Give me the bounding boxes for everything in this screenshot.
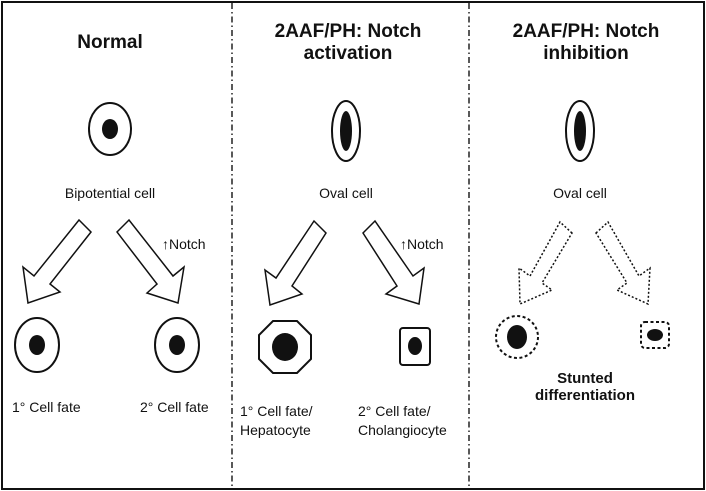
title-line: Normal <box>77 32 143 53</box>
stunted-cell-left-nucleus <box>507 325 527 349</box>
arrow-to-cholangiocyte <box>362 219 425 305</box>
outcome-line: Stunted <box>557 370 613 387</box>
arrow-to-first-fate <box>21 218 93 305</box>
panel-title-inhibition: 2AAF/PH: Notch inhibition <box>486 21 686 65</box>
first-fate-cell-nucleus <box>29 335 45 355</box>
outcome-line: differentiation <box>535 387 635 405</box>
cell-label-oval-activation: Oval cell <box>319 185 373 201</box>
bipotential-cell-nucleus <box>102 119 118 139</box>
cell-label-bipotential: Bipotential cell <box>64 185 156 201</box>
up-arrow-glyph: ↑ <box>162 236 169 252</box>
panel-normal <box>14 102 200 373</box>
cell-label-oval-inhibition: Oval cell <box>553 185 607 201</box>
second-fate-label: 2° Cell fate <box>140 399 209 415</box>
fate-line: 2° Cell fate/ <box>358 403 431 419</box>
oval-cell-nucleus-inhibition <box>574 111 586 151</box>
stunted-cell-right-nucleus <box>647 329 663 341</box>
cholangiocyte-nucleus <box>408 337 422 355</box>
notch-up-label: ↑Notch <box>162 236 206 252</box>
panel-title-normal: Normal <box>40 32 180 54</box>
dotted-arrow-left <box>518 220 573 306</box>
title-line: inhibition <box>543 42 629 64</box>
first-fate-label: 1° Cell fate <box>12 399 81 415</box>
stunted-differentiation-label: Stunted differentiation <box>510 370 660 405</box>
fate-line: Cholangiocyte <box>358 422 447 439</box>
cholangiocyte-fate-label: 2° Cell fate/ Cholangiocyte <box>358 403 447 438</box>
up-arrow-glyph: ↑ <box>400 236 407 252</box>
panel-notch-inhibition <box>495 100 670 359</box>
dotted-arrow-right <box>595 220 651 306</box>
hepatocyte-fate-label: 1° Cell fate/ Hepatocyte <box>240 403 313 438</box>
fate-line: Hepatocyte <box>240 422 311 439</box>
title-line: activation <box>303 42 393 64</box>
panel-title-activation: 2AAF/PH: Notch activation <box>248 21 448 65</box>
notch-label: Notch <box>407 236 444 252</box>
fate-line: 1° Cell fate/ <box>240 403 313 419</box>
arrow-to-hepatocyte <box>264 219 327 307</box>
panel-notch-activation <box>258 100 431 374</box>
arrow-to-second-fate <box>116 218 186 304</box>
oval-cell-nucleus <box>340 111 352 151</box>
notch-label: Notch <box>169 236 206 252</box>
title-line: 2AAF/PH: Notch <box>512 21 660 42</box>
notch-up-label-activation: ↑Notch <box>400 236 444 252</box>
title-line: 2AAF/PH: Notch <box>274 21 422 42</box>
second-fate-cell-nucleus <box>169 335 185 355</box>
hepatocyte-nucleus <box>272 333 298 361</box>
